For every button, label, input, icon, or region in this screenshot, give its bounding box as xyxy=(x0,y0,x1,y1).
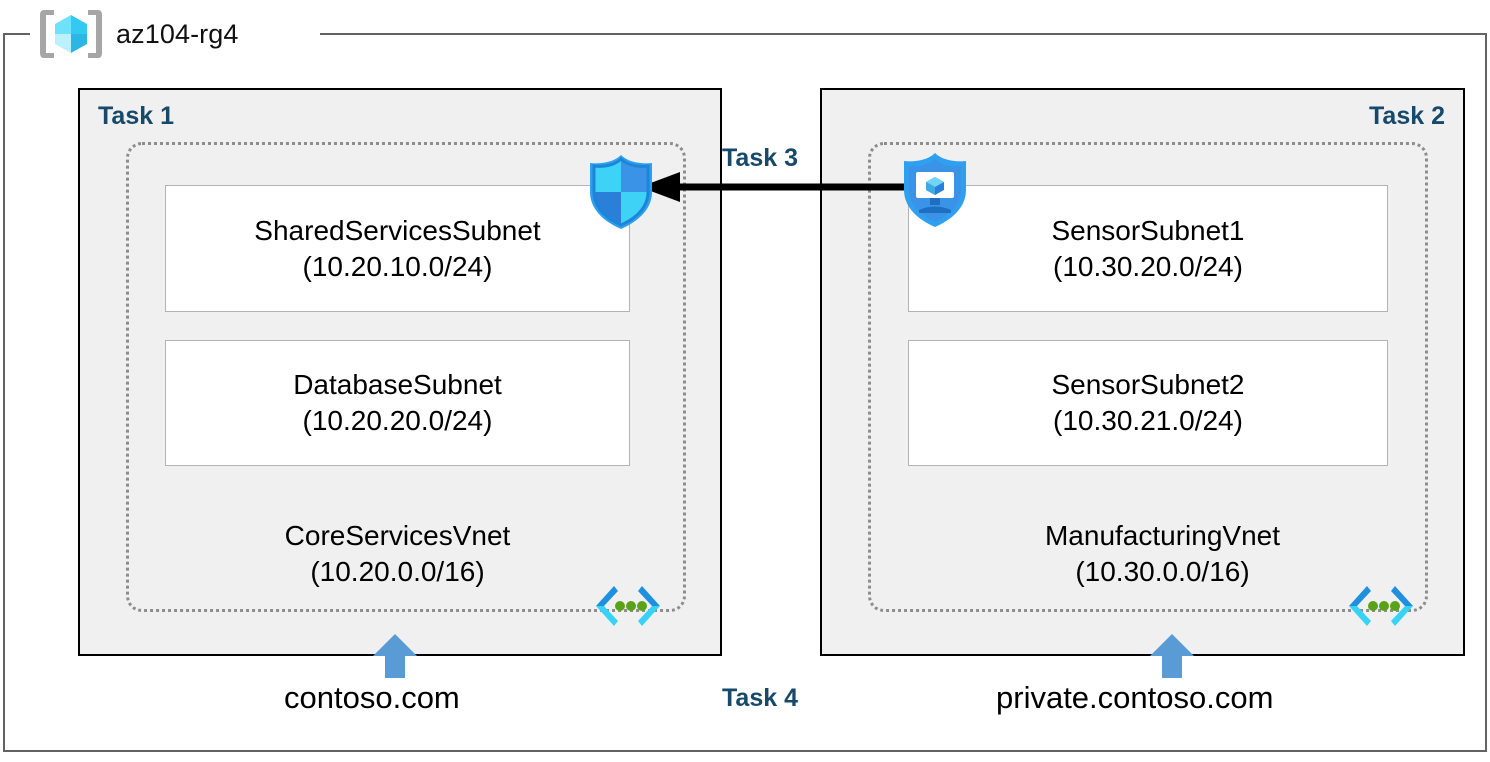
subnet-cidr: (10.20.20.0/24) xyxy=(302,405,493,436)
subnet-cidr: (10.30.21.0/24) xyxy=(1053,405,1243,436)
dns-zone-label-private-contoso: private.contoso.com xyxy=(996,680,1274,715)
task-label-2: Task 2 xyxy=(1369,102,1445,130)
firewall-shield-icon xyxy=(583,152,659,232)
resource-group-cube-icon xyxy=(38,6,104,62)
vnet-boundary-coreservices xyxy=(126,142,686,612)
vnet-name: ManufacturingVnet xyxy=(1044,520,1281,551)
subnet-box-sensorsubnet2: SensorSubnet2 (10.30.21.0/24) xyxy=(908,340,1388,466)
resource-group-boundary xyxy=(3,33,1487,752)
subnet-name: SensorSubnet2 xyxy=(1051,369,1245,401)
dns-zone-label-contoso: contoso.com xyxy=(284,680,460,715)
left-arrow-icon xyxy=(640,172,908,202)
network-security-group-vm-icon xyxy=(897,150,973,230)
subnet-name: DatabaseSubnet xyxy=(293,369,502,401)
resource-group-name: az104-rg4 xyxy=(116,18,239,49)
virtual-network-icon xyxy=(595,583,661,629)
subnet-cidr: (10.30.20.0/24) xyxy=(1053,250,1243,282)
subnet-box-sharedservices: SharedServicesSubnet (10.20.10.0/24) xyxy=(165,185,630,312)
vnet-name: CoreServicesVnet xyxy=(284,520,511,551)
up-arrow-icon xyxy=(373,634,417,678)
vnet-caption-coreservices: CoreServicesVnet (10.20.0.0/16) xyxy=(190,518,605,590)
up-arrow-icon xyxy=(1150,634,1194,678)
subnet-box-database: DatabaseSubnet (10.20.20.0/24) xyxy=(165,340,630,466)
subnet-name: SharedServicesSubnet xyxy=(254,214,541,246)
task-label-3: Task 3 xyxy=(722,144,798,172)
vnet-caption-manufacturing: ManufacturingVnet (10.30.0.0/16) xyxy=(955,518,1370,590)
subnet-name: SensorSubnet1 xyxy=(1051,214,1245,246)
task-label-1: Task 1 xyxy=(98,102,174,130)
vnet-cidr: (10.20.0.0/16) xyxy=(310,555,485,587)
subnet-box-sensorsubnet1: SensorSubnet1 (10.30.20.0/24) xyxy=(908,185,1388,312)
task-label-4: Task 4 xyxy=(722,684,798,712)
vnet-boundary-manufacturing xyxy=(868,142,1428,612)
vnet-cidr: (10.30.0.0/16) xyxy=(1075,555,1250,587)
virtual-network-icon xyxy=(1348,583,1414,629)
subnet-cidr: (10.20.10.0/24) xyxy=(302,250,493,282)
resource-group-header: az104-rg4 xyxy=(38,6,238,62)
